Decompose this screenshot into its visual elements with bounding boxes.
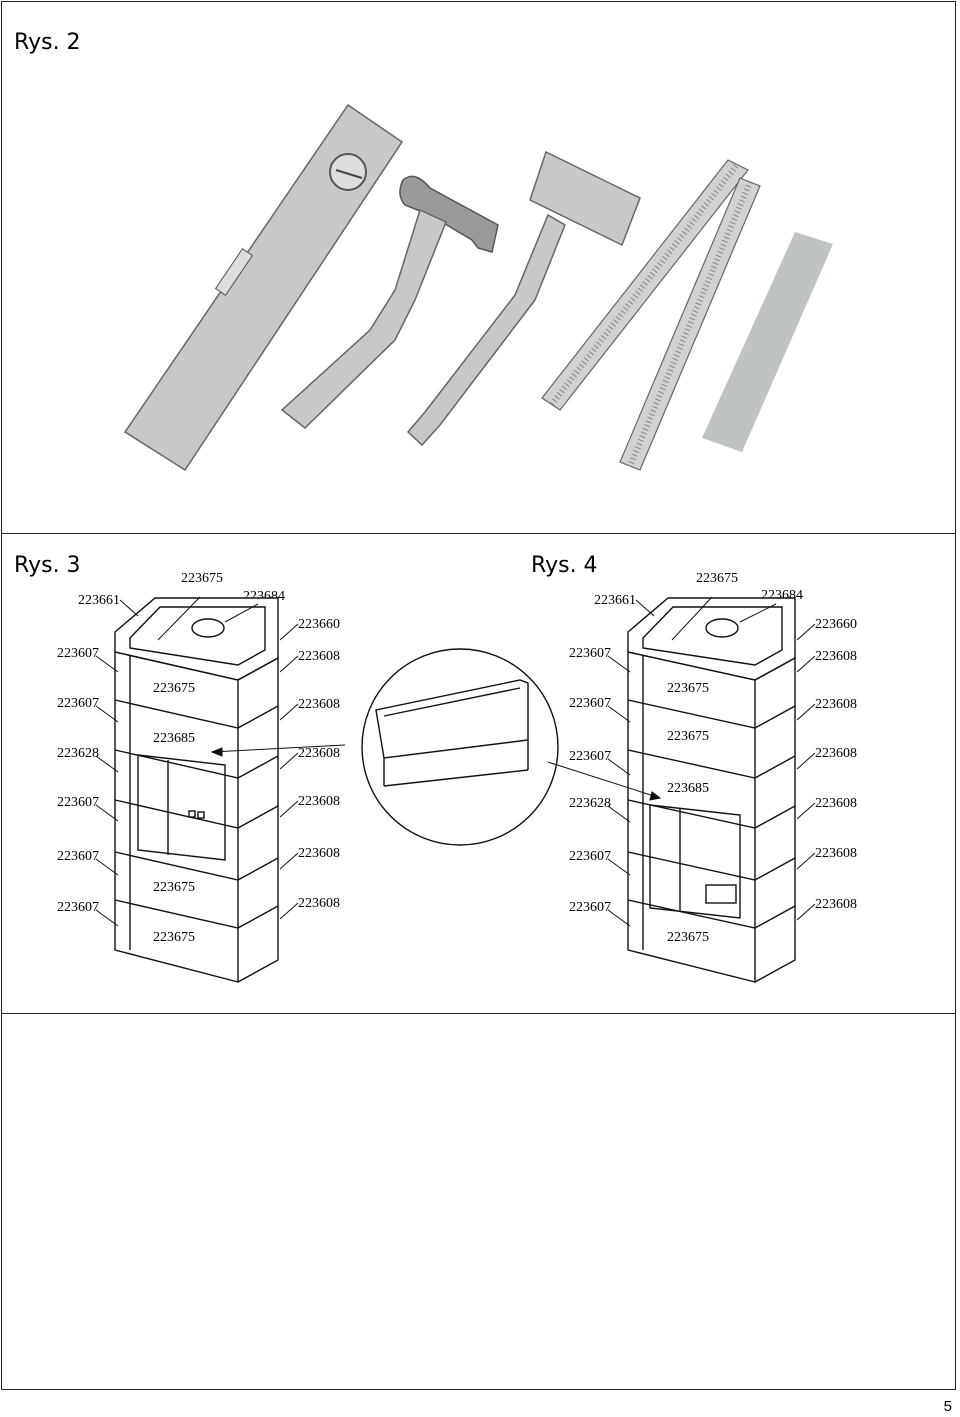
fig4-label-l1: 223607 — [569, 646, 611, 661]
fig4-label-223661: 223661 — [594, 593, 636, 608]
fig4-label-r2: 223608 — [815, 697, 857, 712]
fig3-label-l2: 223607 — [57, 696, 99, 711]
fig4-label-l3: 223607 — [569, 749, 611, 764]
fig4-label-r1: 223608 — [815, 649, 857, 664]
page-number: 5 — [943, 1398, 952, 1415]
fig3-label-r3: 223608 — [298, 746, 340, 761]
fig4-label-r6: 223608 — [815, 897, 857, 912]
hammer-icon — [280, 175, 499, 429]
fig3-label-r2: 223608 — [298, 697, 340, 712]
fig3-label-l6: 223607 — [57, 900, 99, 915]
fig4-stove-column — [627, 597, 796, 983]
fig4-label-l5: 223607 — [569, 849, 611, 864]
fig3-label-right-top: 223660 — [298, 617, 340, 632]
fig4-label-right-top: 223660 — [815, 617, 857, 632]
fig3-stove-column — [114, 597, 279, 983]
fig4-title: Rys. 4 — [531, 553, 598, 578]
divider-top — [1, 533, 956, 534]
fig3-label-r6: 223608 — [298, 896, 340, 911]
fig4-label-c4: 223675 — [667, 930, 709, 945]
fig3-fig4-drawing — [95, 596, 816, 983]
fig3-label-c2: 223685 — [153, 731, 195, 746]
fig3-label-top-a: 223675 — [181, 571, 223, 586]
folding-rule-icon — [541, 159, 761, 471]
fig4-label-r4: 223608 — [815, 796, 857, 811]
fig4-label-r5: 223608 — [815, 846, 857, 861]
fig3-label-c4: 223675 — [153, 930, 195, 945]
fig4-label-c1: 223675 — [667, 681, 709, 696]
fig3-label-c3: 223675 — [153, 880, 195, 895]
fig4-label-c2: 223675 — [667, 729, 709, 744]
fig3-label-223661: 223661 — [78, 593, 120, 608]
fig4-label-c3: 223685 — [667, 781, 709, 796]
fig4-label-top-a: 223675 — [696, 571, 738, 586]
fig3-label-l3: 223628 — [57, 746, 99, 761]
fig2-tools-drawing — [123, 103, 833, 472]
fig3-title: Rys. 3 — [14, 553, 81, 578]
sanding-block-icon — [702, 232, 833, 452]
fig4-label-l2: 223607 — [569, 696, 611, 711]
page-frame — [1, 1, 956, 1390]
fig3-label-r5: 223608 — [298, 846, 340, 861]
fig3-label-l5: 223607 — [57, 849, 99, 864]
fig2-title: Rys. 2 — [14, 30, 81, 55]
divider-bottom — [1, 1013, 956, 1014]
fig3-label-c1: 223675 — [153, 681, 195, 696]
fig3-label-l4: 223607 — [57, 795, 99, 810]
detail-magnifier — [361, 648, 559, 846]
fig4-label-l6: 223607 — [569, 900, 611, 915]
mallet-icon — [406, 150, 641, 447]
fig3-label-r1: 223608 — [298, 649, 340, 664]
fig4-label-r3: 223608 — [815, 746, 857, 761]
spirit-level-icon — [123, 103, 404, 472]
fig3-label-l1: 223607 — [57, 646, 99, 661]
fig4-label-l4: 223628 — [569, 796, 611, 811]
fig3-label-r4: 223608 — [298, 794, 340, 809]
